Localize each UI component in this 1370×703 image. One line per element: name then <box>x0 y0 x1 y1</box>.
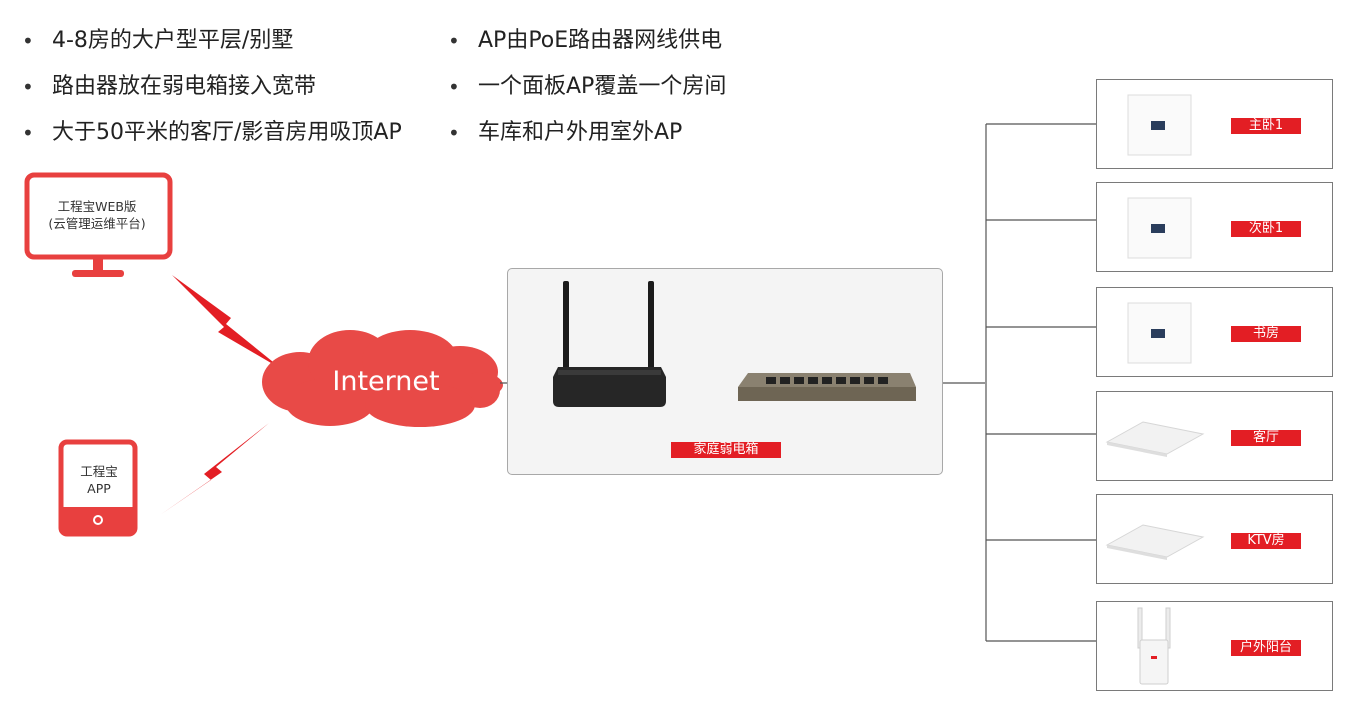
ceiling-ap-icon <box>1105 524 1205 560</box>
bullet-item: •一个面板AP覆盖一个房间 <box>448 74 727 99</box>
room-label: 客厅 <box>1231 430 1301 446</box>
monitor-caption: 工程宝WEB版 (云管理运维平台) <box>48 199 146 231</box>
lightning-bolt-icon <box>172 275 283 370</box>
phone-caption: 工程宝 APP <box>80 464 118 496</box>
phone-icon <box>58 439 138 537</box>
cloud-icon <box>262 330 503 427</box>
weak-current-box: 家庭弱电箱 <box>507 268 943 475</box>
bullet-item: •车库和户外用室外AP <box>448 120 683 145</box>
outdoor-ap-icon <box>1137 607 1171 685</box>
room-label: 户外阳台 <box>1231 640 1301 656</box>
panel-ap-icon <box>1127 302 1192 364</box>
monitor-icon <box>24 172 173 277</box>
bullet-item: •4-8房的大户型平层/别墅 <box>22 28 294 53</box>
room-card: 书房 <box>1096 287 1333 377</box>
box-label: 家庭弱电箱 <box>671 442 781 458</box>
bullet-item: •大于50平米的客厅/影音房用吸顶AP <box>22 120 402 145</box>
panel-ap-icon <box>1127 197 1192 259</box>
box-devices <box>553 281 916 407</box>
room-card: KTV房 <box>1096 494 1333 584</box>
room-label: KTV房 <box>1231 533 1301 549</box>
bullet-list-right: •AP由PoE路由器网线供电 •一个面板AP覆盖一个房间 •车库和户外用室外AP <box>448 18 726 156</box>
internet-label: Internet <box>332 366 440 397</box>
room-card: 次卧1 <box>1096 182 1333 272</box>
room-label: 书房 <box>1231 326 1301 342</box>
room-label: 主卧1 <box>1231 118 1301 134</box>
room-label: 次卧1 <box>1231 221 1301 237</box>
ceiling-ap-icon <box>1105 421 1205 457</box>
bullet-list-left: •4-8房的大户型平层/别墅 •路由器放在弱电箱接入宽带 •大于50平米的客厅/… <box>22 18 402 156</box>
bullet-item: •路由器放在弱电箱接入宽带 <box>22 74 317 99</box>
room-card: 客厅 <box>1096 391 1333 481</box>
poe-switch-icon <box>738 373 916 401</box>
room-card: 主卧1 <box>1096 79 1333 169</box>
bullet-item: •AP由PoE路由器网线供电 <box>448 28 723 53</box>
room-card: 户外阳台 <box>1096 601 1333 691</box>
panel-ap-icon <box>1127 94 1192 156</box>
lightning-bolt-icon <box>160 423 269 515</box>
router-icon <box>553 281 666 407</box>
